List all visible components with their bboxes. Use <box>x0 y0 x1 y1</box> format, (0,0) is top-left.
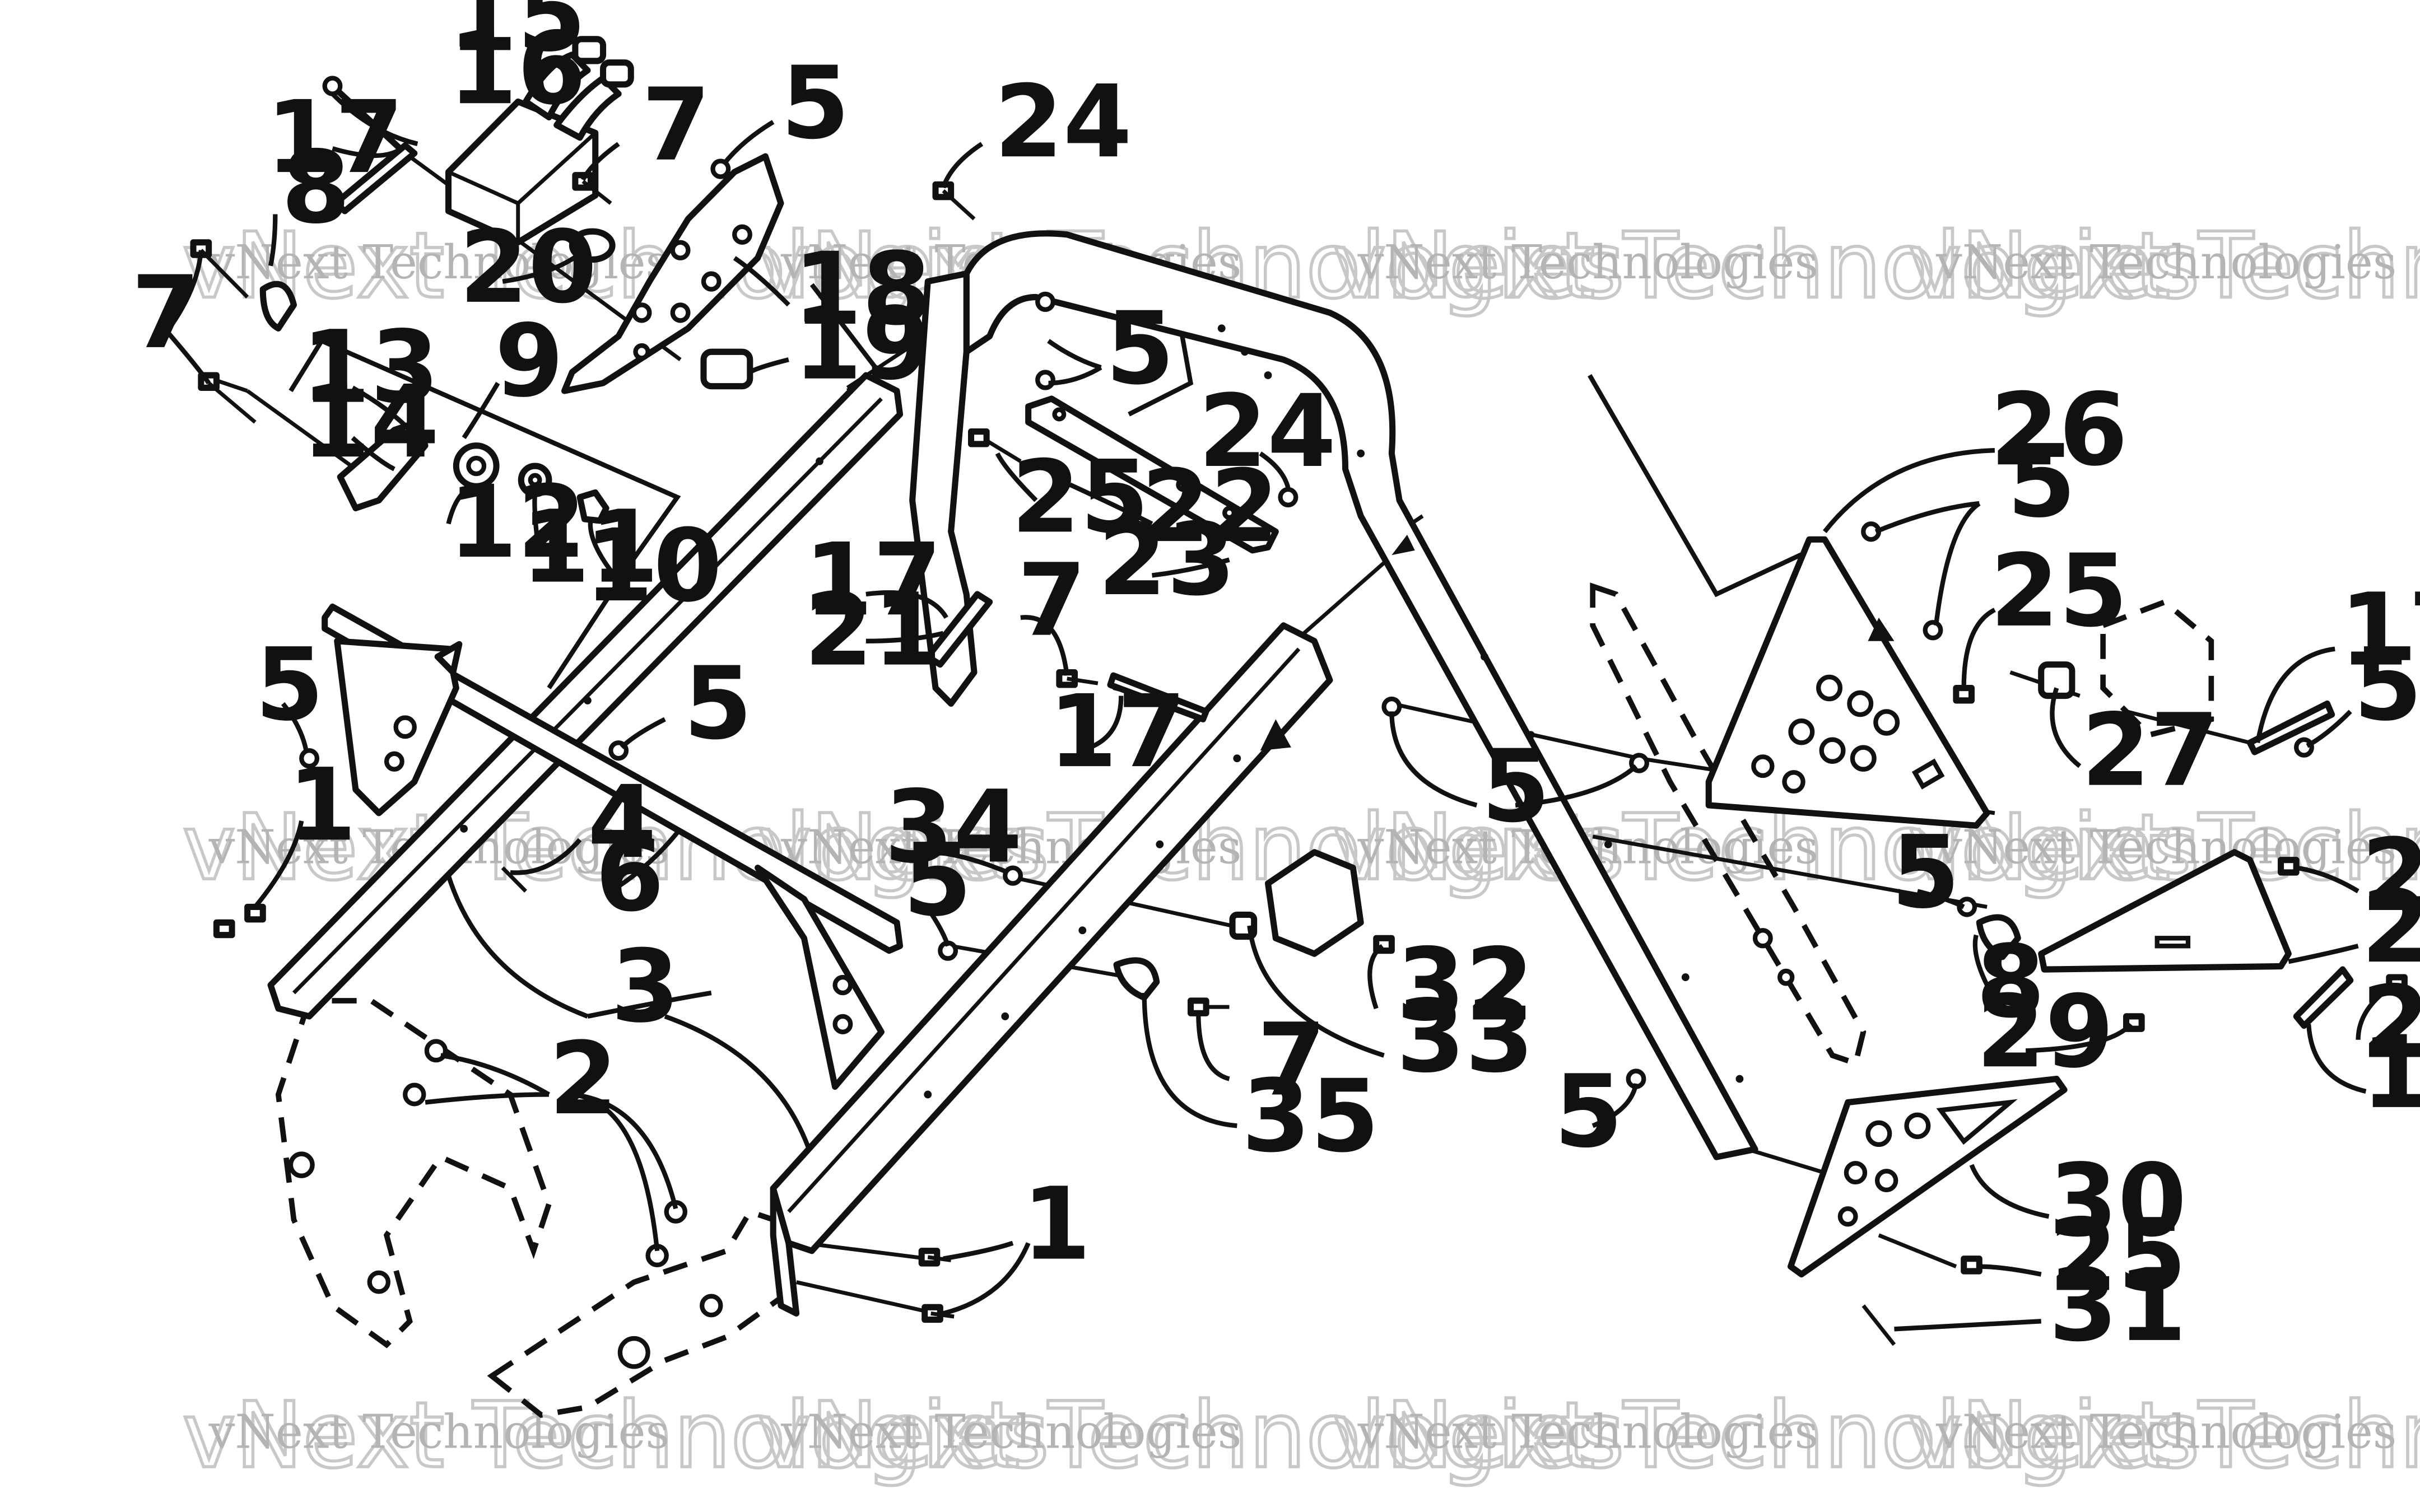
svg-text:vNext Technologies: vNext Technologies <box>208 1404 669 1459</box>
callout-19: 19 <box>793 286 931 402</box>
svg-text:vNext Technologies: vNext Technologies <box>1935 820 2396 875</box>
callout-9: 9 <box>495 302 564 419</box>
svg-text:vNext Technologies: vNext Technologies <box>1908 213 2420 319</box>
callout-25: 25 <box>1011 438 1149 555</box>
callout-7: 7 <box>132 254 201 371</box>
callout-26: 26 <box>1990 371 2128 488</box>
callout-25: 25 <box>1990 533 2128 649</box>
upper-loop-frame <box>909 230 1758 1160</box>
callout-27: 27 <box>2081 692 2219 809</box>
callout-5: 5 <box>781 45 850 161</box>
callout-8: 8 <box>1976 923 2045 1040</box>
hardware <box>190 76 2408 1346</box>
reference-frame-left <box>275 998 784 1418</box>
callout-5: 5 <box>903 822 972 938</box>
callout-17: 17 <box>266 79 404 195</box>
callout-12: 12 <box>449 464 587 580</box>
ecu-mount-plate <box>561 153 784 394</box>
callout-17: 17 <box>804 521 942 638</box>
svg-text:vNext Technologies: vNext Technologies <box>1357 235 1818 290</box>
svg-text:vNext Technologies: vNext Technologies <box>780 1404 1241 1459</box>
callout-1: 1 <box>1022 1166 1091 1282</box>
callout-25: 25 <box>2361 817 2420 934</box>
callout-5: 5 <box>2353 626 2420 743</box>
strap-bracket <box>1025 395 1279 554</box>
callout-13: 13 <box>301 309 439 426</box>
callout-7: 7 <box>1017 542 1086 659</box>
svg-text:vNext Technologies: vNext Technologies <box>1935 1404 2396 1459</box>
callout-labels: 15 16 17 8 7 7 5 20 18 19 13 14 9 12 11 … <box>132 0 2420 1364</box>
callout-24: 24 <box>1198 373 1336 489</box>
callout-11: 11 <box>521 489 659 605</box>
callout-5: 5 <box>683 645 752 762</box>
callout-5: 5 <box>1891 814 1960 931</box>
svg-text:vNext Technologies: vNext Technologies <box>1333 213 2199 319</box>
callout-3: 3 <box>611 928 680 1044</box>
plate-26 <box>1705 536 1990 829</box>
callout-25: 25 <box>2361 964 2420 1081</box>
callout-2: 2 <box>549 1020 618 1137</box>
svg-text:vNext Technologies: vNext Technologies <box>1935 235 2396 290</box>
left-diagonal-bar <box>267 305 967 1020</box>
main-frame-bar <box>770 622 1333 1317</box>
svg-text:vNext Technologies: vNext Technologies <box>1333 1383 2199 1488</box>
callout-5: 5 <box>1481 728 1550 844</box>
callout-6: 6 <box>595 817 664 934</box>
callout-24: 24 <box>994 63 1132 180</box>
callout-1: 1 <box>287 746 356 863</box>
callout-4: 4 <box>588 764 657 880</box>
callout-7: 7 <box>642 67 711 183</box>
reference-frame-right <box>1590 582 1867 1067</box>
callout-17: 17 <box>2361 1014 2420 1131</box>
callout-21: 21 <box>804 572 942 688</box>
callout-25: 25 <box>2049 1197 2187 1314</box>
callout-32: 32 <box>1397 927 1534 1043</box>
callout-22: 22 <box>1141 448 1279 564</box>
callout-30: 30 <box>2049 1142 2187 1259</box>
bolt-15 <box>330 83 407 156</box>
callout-17: 17 <box>1049 673 1186 790</box>
callout-7: 7 <box>1257 1002 1326 1118</box>
callout-18: 18 <box>793 231 931 347</box>
callout-leaders <box>165 92 2395 1332</box>
svg-text:vNext Technologies: vNext Technologies <box>758 1383 1625 1488</box>
svg-text:vNext Technologies: vNext Technologies <box>1357 1404 1818 1459</box>
callout-5: 5 <box>1106 290 1175 407</box>
callout-15: 15 <box>449 0 587 74</box>
callout-10: 10 <box>584 507 722 624</box>
cross-bar <box>322 603 904 1090</box>
callout-23: 23 <box>1098 501 1236 618</box>
callout-16: 16 <box>449 10 587 127</box>
svg-text:vNext Technologies: vNext Technologies <box>183 795 1049 900</box>
callout-8: 8 <box>281 129 350 246</box>
svg-text:vNext Technologies: vNext Technologies <box>1908 1383 2420 1488</box>
callout-20: 20 <box>459 209 597 325</box>
callout-17: 17 <box>2339 572 2420 688</box>
bracket-28 <box>2038 849 2292 973</box>
callout-14: 14 <box>301 363 439 480</box>
callout-33: 33 <box>1397 978 1534 1095</box>
callout-5: 5 <box>255 626 324 743</box>
svg-text:vNext Technologies: vNext Technologies <box>183 1383 1049 1488</box>
callout-5: 5 <box>2007 423 2076 539</box>
callout-28: 28 <box>2361 869 2420 985</box>
callout-29: 29 <box>1976 973 2114 1090</box>
plate-30 <box>1788 1075 2068 1278</box>
svg-text:vNext Technologies: vNext Technologies <box>183 213 1049 319</box>
ecu-module <box>445 36 634 246</box>
callout-34: 34 <box>885 769 1022 885</box>
callout-5: 5 <box>1554 1053 1623 1170</box>
callout-31: 31 <box>2049 1247 2187 1364</box>
callout-35: 35 <box>1242 1058 1380 1174</box>
